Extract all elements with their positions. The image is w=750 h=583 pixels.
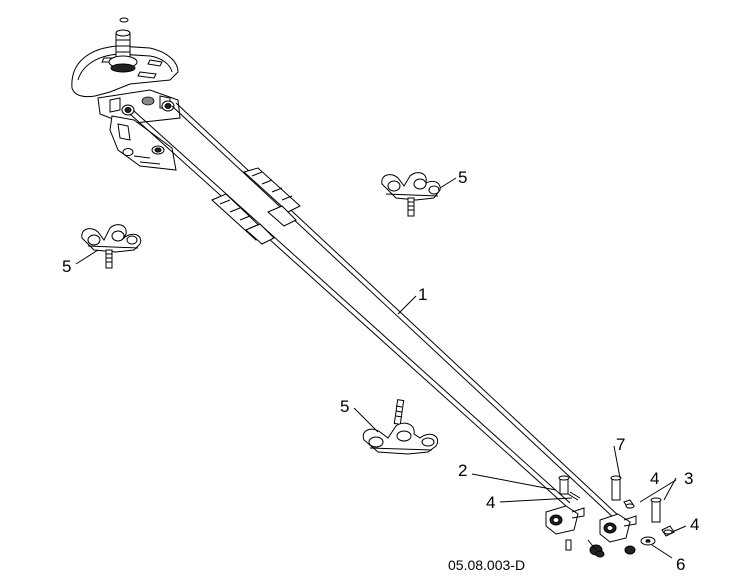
callout-5c: 5 xyxy=(340,397,349,416)
callout-2: 2 xyxy=(458,461,467,480)
cable-clamp-upper-right xyxy=(381,172,441,217)
callout-5b: 5 xyxy=(62,257,71,276)
callout-4c: 4 xyxy=(690,515,699,534)
callout-5a: 5 xyxy=(458,168,467,187)
leader-lines xyxy=(75,177,687,559)
cable-end-fittings xyxy=(545,475,675,558)
callout-1: 1 xyxy=(418,285,427,304)
control-cables xyxy=(129,102,621,521)
callout-labels: 1 2 3 4 4 4 5 5 5 6 7 xyxy=(62,168,699,574)
callout-4a: 4 xyxy=(486,493,495,512)
callout-7: 7 xyxy=(616,435,625,454)
cable-clamp-left xyxy=(81,224,142,269)
control-head-assembly xyxy=(71,17,181,171)
callout-6: 6 xyxy=(676,555,685,574)
cable-clamp-lower-middle xyxy=(362,399,438,455)
drawing-number: 05.08.003-D xyxy=(448,557,525,573)
callout-3: 3 xyxy=(684,469,693,488)
callout-4b: 4 xyxy=(650,469,659,488)
